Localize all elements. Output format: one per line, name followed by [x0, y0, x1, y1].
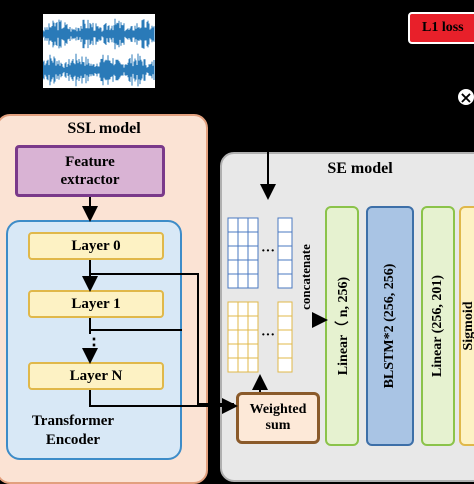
blue-feature-cell [227, 273, 239, 289]
yellow-feature-cell [237, 315, 249, 331]
layer-0-box: Layer 0 [28, 232, 164, 260]
diagram-connectors [82, 184, 328, 414]
yellow-feature-cell [227, 315, 239, 331]
blue-feature-cell [227, 259, 239, 275]
weighted-sum-box: Weighted sum [236, 392, 320, 444]
blue-feature-cell [237, 245, 249, 261]
weighted-sum-label: Weighted sum [249, 401, 307, 433]
l1-loss-label: L1 loss [422, 20, 464, 35]
yellow-feature-cell [227, 357, 239, 373]
waveform-icon [43, 18, 155, 87]
yellow-feature-cell [237, 343, 249, 359]
blue-feature-cell [277, 245, 293, 261]
yellow-feature-cell [277, 357, 293, 373]
blue-feature-cell [277, 259, 293, 275]
blue-feature-cell [237, 259, 249, 275]
se-model-title: SE model [327, 160, 393, 177]
grid-dots-top: ··· [260, 244, 275, 259]
multiply-icon: × [456, 87, 474, 107]
blue-feature-cell [237, 231, 249, 247]
ssl-model-title: SSL model [67, 120, 141, 137]
blue-feature-cell [227, 217, 239, 233]
yellow-feature-cell [227, 343, 239, 359]
waveform-band [43, 18, 155, 50]
blue-feature-cell [247, 259, 259, 275]
yellow-feature-cell [237, 329, 249, 345]
blue-feature-cell [247, 245, 259, 261]
tap-layern [89, 390, 238, 414]
yellow-feature-cell [277, 315, 293, 331]
linear-256-201-box: Linear (256, 201) [421, 206, 455, 446]
yellow-feature-cell [247, 329, 259, 345]
sigmoid-box: Sigmoid [459, 206, 474, 446]
layer-n-label: Layer N [69, 367, 123, 384]
layer-1-label: Layer 1 [71, 295, 121, 312]
blue-feature-cell [227, 245, 239, 261]
blue-feature-cell [237, 217, 249, 233]
tap-layer0 [90, 273, 234, 405]
l1-loss-box: L1 loss [408, 12, 474, 44]
blue-feature-cell [277, 217, 293, 233]
blue-feature-cell [247, 273, 259, 289]
yellow-feature-cell [277, 343, 293, 359]
blue-feature-cell [237, 273, 249, 289]
blue-feature-cell [227, 231, 239, 247]
grid-dots-bottom: ··· [260, 328, 275, 343]
yellow-feature-cell [247, 357, 259, 373]
yellow-feature-cell [277, 329, 293, 345]
feature-extractor-box: Feature extractor [15, 145, 165, 197]
layer-0-label: Layer 0 [71, 237, 121, 254]
blue-feature-cell [247, 217, 259, 233]
yellow-feature-cell [237, 357, 249, 373]
blue-feature-cell [277, 231, 293, 247]
yellow-feature-cell [227, 301, 239, 317]
blue-feature-cell [247, 231, 259, 247]
yellow-feature-cell [237, 301, 249, 317]
blue-feature-cell [277, 273, 293, 289]
feature-extractor-label: Feature extractor [60, 154, 120, 188]
waveform-image [43, 14, 155, 88]
yellow-feature-cell [247, 315, 259, 331]
blstm-box: BLSTM*2 (256, 256) [366, 206, 414, 446]
transformer-encoder-label: Transformer Encoder [31, 413, 115, 448]
yellow-feature-cell [227, 329, 239, 345]
yellow-feature-cell [247, 343, 259, 359]
waveform-band [43, 53, 155, 87]
layer-n-box: Layer N [28, 362, 164, 390]
yellow-feature-cell [277, 301, 293, 317]
yellow-feature-cell [247, 301, 259, 317]
